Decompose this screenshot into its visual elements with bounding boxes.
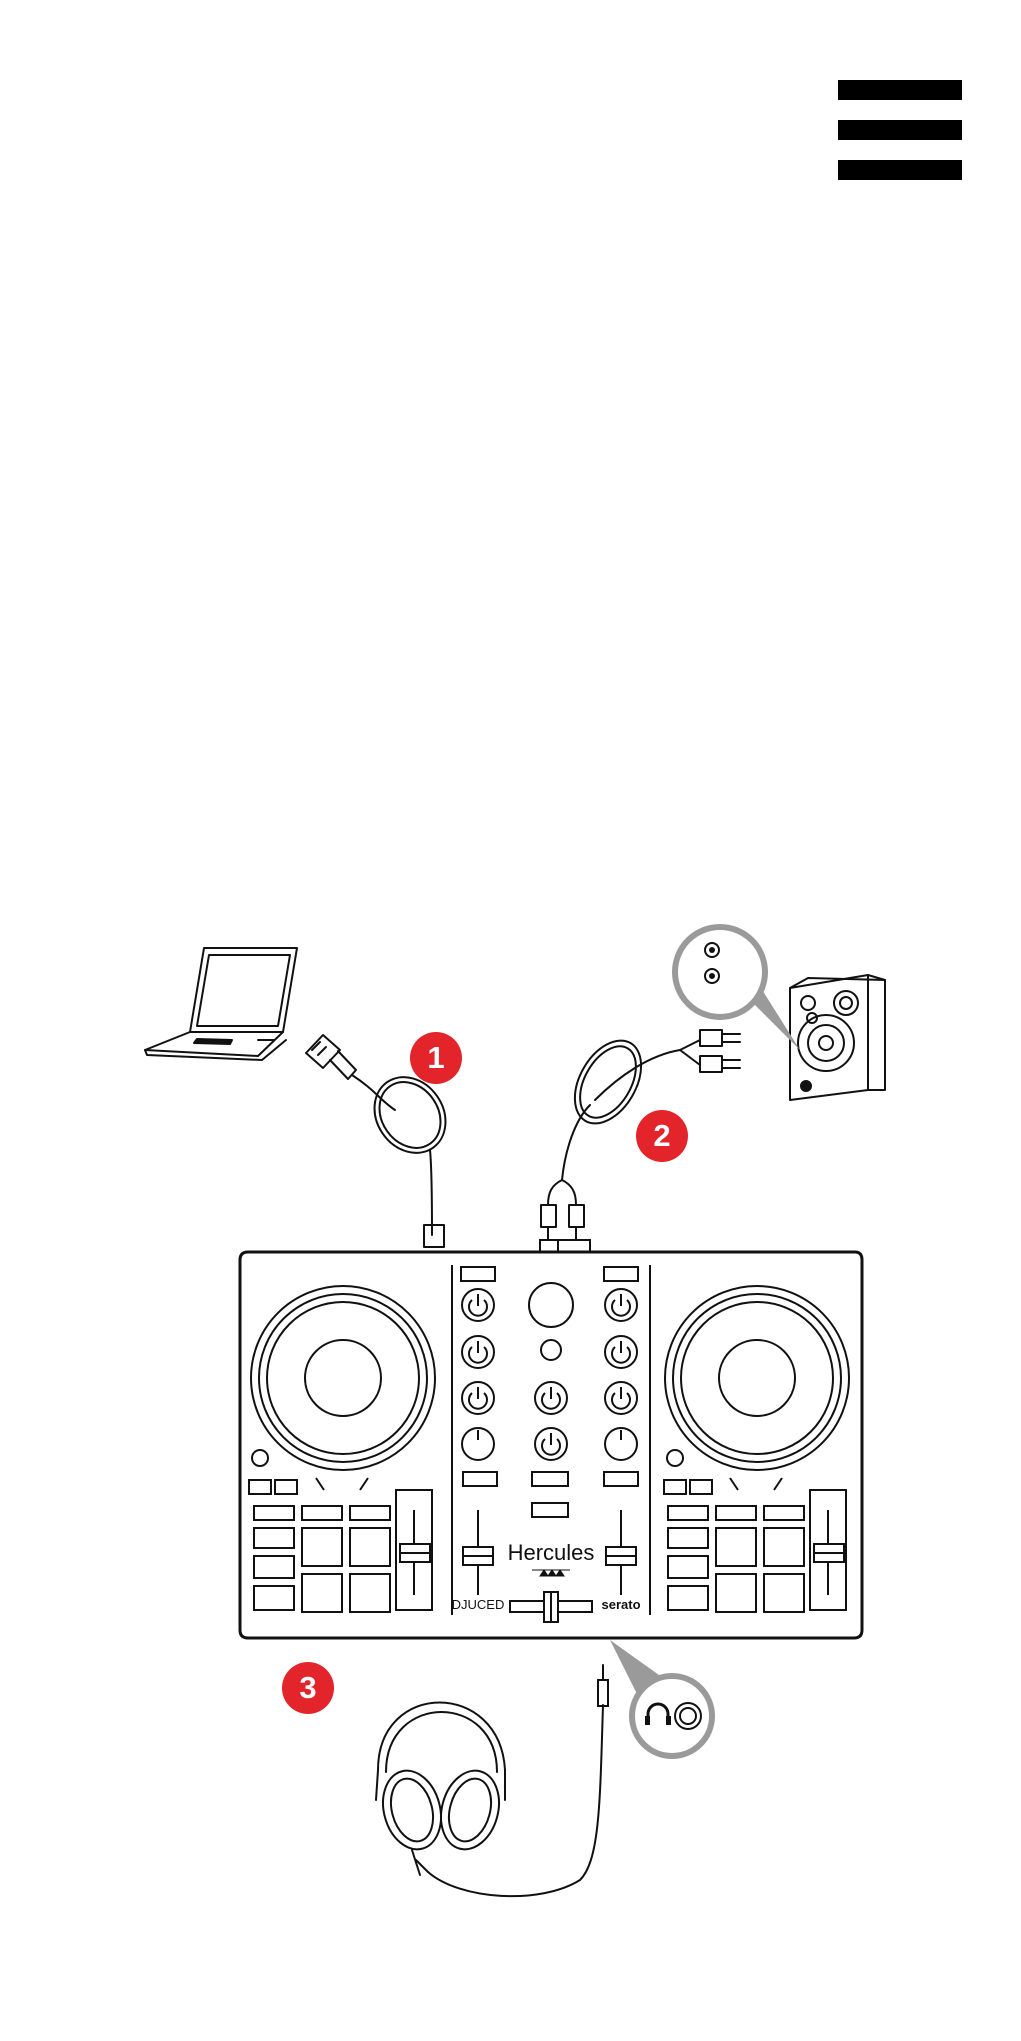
laptop-icon — [145, 948, 297, 1060]
left-pads — [249, 1450, 432, 1612]
left-jog-wheel — [251, 1286, 435, 1470]
headphone-jack-callout — [610, 1640, 712, 1756]
step-1-badge: 1 — [410, 1032, 462, 1084]
step-3-badge: 3 — [282, 1662, 334, 1714]
right-jog-wheel — [665, 1286, 849, 1470]
step-2-badge: 2 — [636, 1110, 688, 1162]
speaker-icon — [790, 975, 885, 1100]
speaker-inputs-callout — [675, 927, 800, 1050]
djuced-logo: DJUCED — [452, 1597, 505, 1612]
dj-controller — [240, 1240, 862, 1638]
serato-logo: serato — [601, 1597, 640, 1612]
headphones-icon — [375, 1665, 608, 1896]
mixer-knobs — [461, 1267, 638, 1517]
right-pads — [664, 1450, 846, 1612]
hercules-logo: Hercules — [508, 1540, 595, 1565]
